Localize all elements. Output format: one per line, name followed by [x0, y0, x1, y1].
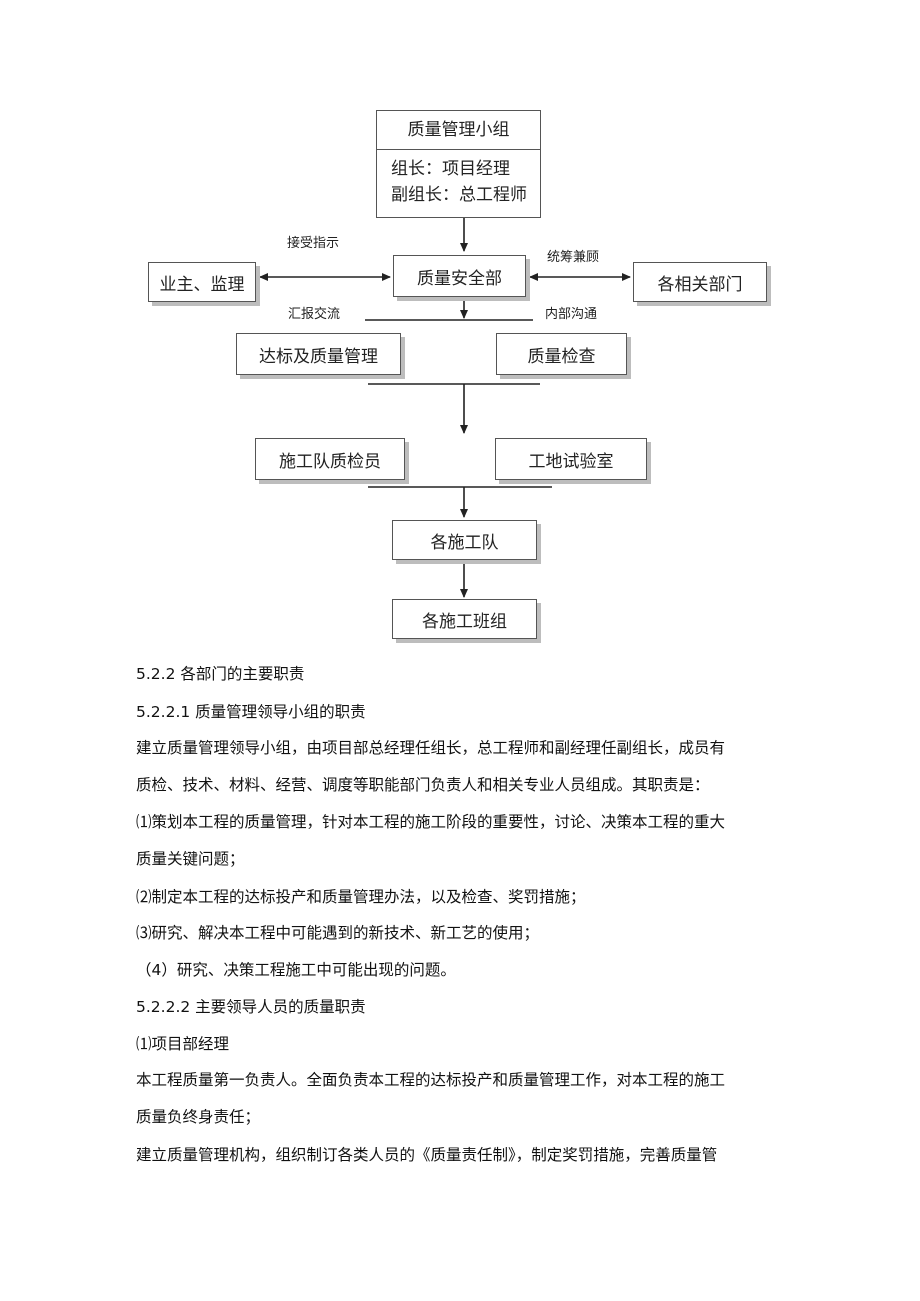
- node-qsd: 质量安全部: [393, 255, 526, 297]
- node-inspect: 质量检查: [496, 333, 627, 375]
- heading-5-2-2: 5.2.2 各部门的主要职责: [136, 665, 305, 683]
- node-quality-group: 质量管理小组 组长：项目经理 副组长：总工程师: [376, 110, 541, 218]
- edge-label-report: 汇报交流: [288, 307, 341, 322]
- list-item-4: （4）研究、决策工程施工中可能出现的问题。: [136, 961, 456, 979]
- paragraph-group-duties: 建立质量管理领导小组，由项目部总经理任组长，总工程师和副经理任副组长，成员有 质…: [136, 737, 790, 811]
- node-depts: 各相关部门: [633, 262, 767, 302]
- flowchart-connectors: [259, 217, 631, 598]
- list-item-2: ⑵制定本工程的达标投产和质量管理办法，以及检查、奖罚措施；: [136, 888, 586, 906]
- paragraph-line: 质检、技术、材料、经营、调度等职能部门负责人和相关专业人员组成。其职责是：: [136, 776, 710, 794]
- list-item-line: 质量关键问题；: [136, 850, 245, 868]
- node-quality-group-deputy: 副组长：总工程师: [391, 185, 527, 205]
- paragraph-line: 本工程质量第一负责人。全面负责本工程的达标投产和质量管理工作，对本工程的施工: [136, 1071, 726, 1089]
- node-owner: 业主、监理: [148, 262, 256, 302]
- edge-label-internal: 内部沟通: [545, 307, 598, 322]
- list-item-line: ⑴策划本工程的质量管理，针对本工程的施工阶段的重要性，讨论、决策本工程的重大: [136, 813, 726, 831]
- paragraph-line: 质量负终身责任；: [136, 1108, 261, 1126]
- org-flowchart: 质量管理小组 组长：项目经理 副组长：总工程师 接受指示 统筹兼顾 汇报交流 内…: [0, 0, 920, 650]
- list-item-1: ⑴策划本工程的质量管理，针对本工程的施工阶段的重要性，讨论、决策本工程的重大 质…: [136, 811, 790, 885]
- node-qc: 施工队质检员: [255, 438, 405, 480]
- heading-project-manager: ⑴项目部经理: [136, 1035, 230, 1053]
- node-groups: 各施工班组: [392, 599, 537, 639]
- list-item-3: ⑶研究、解决本工程中可能遇到的新技术、新工艺的使用；: [136, 924, 540, 942]
- node-standard: 达标及质量管理: [236, 333, 401, 375]
- paragraph-establish: 建立质量管理机构，组织制订各类人员的《质量责任制》，制定奖罚措施，完善质量管: [136, 1146, 718, 1164]
- node-quality-group-leader: 组长：项目经理: [391, 159, 510, 179]
- node-teams: 各施工队: [392, 520, 537, 560]
- paragraph-pm-responsibility: 本工程质量第一负责人。全面负责本工程的达标投产和质量管理工作，对本工程的施工 质…: [136, 1069, 790, 1143]
- heading-5-2-2-2: 5.2.2.2 主要领导人员的质量职责: [136, 998, 366, 1016]
- heading-5-2-2-1: 5.2.2.1 质量管理领导小组的职责: [136, 703, 366, 721]
- paragraph-line: 建立质量管理领导小组，由项目部总经理任组长，总工程师和副经理任副组长，成员有: [136, 739, 726, 757]
- edge-label-coord: 统筹兼顾: [547, 250, 600, 265]
- node-lab: 工地试验室: [495, 438, 647, 480]
- node-quality-group-title: 质量管理小组: [377, 111, 540, 150]
- edge-label-accept: 接受指示: [287, 236, 340, 251]
